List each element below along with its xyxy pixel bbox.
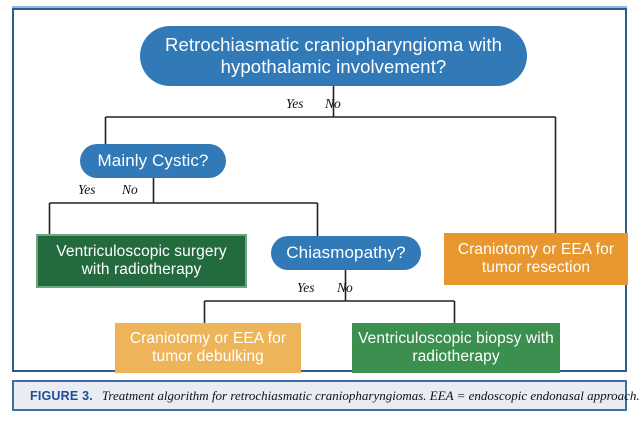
node-ventriculoscopic-biopsy[interactable]: Ventriculoscopic biopsy with radiotherap… [352, 323, 560, 373]
node-mainly-cystic-label: Mainly Cystic? [97, 150, 209, 170]
node-root-label: Retrochiasmatic craniopharyngioma with h… [165, 34, 502, 77]
node-craniotomy-tumor-debulking[interactable]: Craniotomy or EEA for tumor debulking [115, 323, 301, 373]
node-chiasmopathy-decision[interactable]: Chiasmopathy? [271, 236, 421, 270]
edge-label-root-yes: Yes [286, 96, 304, 111]
edge-label-cystic-no: No [122, 182, 138, 197]
node-craniotomy-tumor-resection[interactable]: Craniotomy or EEA for tumor resection [444, 233, 628, 285]
figure-caption-text: Treatment algorithm for retrochiasmatic … [101, 387, 640, 403]
node-craniotomy-tumor-debulking-label: Craniotomy or EEA for tumor debulking [129, 329, 287, 365]
figure-caption-bar: FIGURE 3. Treatment algorithm for retroc… [12, 380, 640, 411]
node-craniotomy-tumor-resection-label: Craniotomy or EEA for tumor resection [457, 240, 615, 276]
node-ventriculoscopic-biopsy-label: Ventriculoscopic biopsy with radiotherap… [358, 329, 554, 365]
node-mainly-cystic-decision[interactable]: Mainly Cystic? [80, 144, 226, 178]
edge-label-cystic-yes: Yes [78, 182, 96, 197]
figure-number: FIGURE 3. [30, 388, 93, 403]
node-root-decision[interactable]: Retrochiasmatic craniopharyngioma with h… [140, 26, 527, 86]
edge-label-chiasmopathy-no: No [337, 280, 353, 295]
node-ventriculoscopic-surgery-label: Ventriculoscopic surgery with radiothera… [56, 242, 227, 278]
node-chiasmopathy-label: Chiasmopathy? [286, 242, 406, 262]
connector-lines [48, 86, 557, 323]
node-ventriculoscopic-surgery[interactable]: Ventriculoscopic surgery with radiothera… [36, 234, 247, 288]
flowchart-canvas: Retrochiasmatic craniopharyngioma with h… [14, 10, 628, 373]
edge-label-chiasmopathy-yes: Yes [297, 280, 315, 295]
edge-label-root-no: No [325, 96, 341, 111]
flowchart-panel: Retrochiasmatic craniopharyngioma with h… [12, 6, 628, 373]
figure-frame: Retrochiasmatic craniopharyngioma with h… [12, 6, 640, 411]
